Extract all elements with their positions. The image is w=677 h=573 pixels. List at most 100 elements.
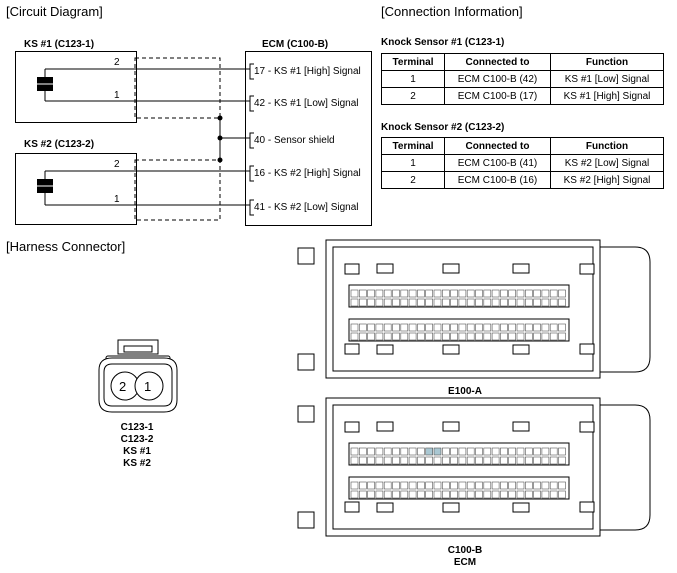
ecm-pin-17: 17 - KS #1 [High] Signal (254, 66, 361, 77)
pin-cavity (392, 447, 400, 456)
pin-cavity (392, 298, 400, 307)
pin-cavity (533, 456, 541, 465)
pin-cavity (375, 447, 384, 456)
c123-2-caption: C123-2 (120, 434, 154, 445)
pin-cavity (541, 481, 550, 490)
pin-cavity (516, 298, 525, 307)
pin-cavity (491, 490, 500, 499)
pin-cavity (450, 456, 458, 465)
pin-cavity (383, 481, 392, 490)
pin-cavity (541, 456, 550, 465)
pin-cavity (524, 289, 533, 298)
pin-cavity (441, 298, 450, 307)
pin-cavity (392, 289, 400, 298)
pin-cavity (392, 332, 400, 341)
pin-cavity (549, 323, 558, 332)
pin-cavity (433, 332, 442, 341)
ks1-title: KS #1 (C123-1) (24, 39, 95, 50)
pin-cavity (549, 332, 558, 341)
pin-cavity (533, 298, 541, 307)
pin-cavity (491, 289, 500, 298)
pin-cavity (466, 332, 475, 341)
pin-cavity (350, 456, 359, 465)
pin-cavity (408, 298, 417, 307)
pin-cavity (425, 481, 434, 490)
pin-cavity (475, 289, 483, 298)
pin-cavity (375, 481, 384, 490)
pin-cavity (367, 456, 375, 465)
pin-cavity (541, 447, 550, 456)
pin-cavity (533, 481, 541, 490)
pin-cavity (524, 490, 533, 499)
pin-cavity (417, 289, 425, 298)
pin-cavity (458, 289, 467, 298)
pin-cavity (400, 298, 409, 307)
pin-cavity (524, 456, 533, 465)
pin-cavity (491, 323, 500, 332)
pin-cavity (533, 323, 541, 332)
pin-cavity (500, 481, 508, 490)
ks2-title: KS #2 (C123-2) (24, 139, 95, 150)
circuit-diagram-header: [Circuit Diagram] (6, 4, 103, 19)
pin-cavity (508, 298, 517, 307)
pin-cavity (425, 447, 434, 456)
pin-cavity (466, 289, 475, 298)
pin-cavity (441, 456, 450, 465)
pin-cavity (417, 332, 425, 341)
pin-cavity (533, 490, 541, 499)
pin-cavity (483, 323, 492, 332)
pin-cavity (433, 481, 442, 490)
ecm-pin-16: 16 - KS #2 [High] Signal (254, 168, 361, 179)
pin-cavity (383, 298, 392, 307)
pin-cavity (417, 456, 425, 465)
pin-cavity (425, 332, 434, 341)
pin-cavity (500, 490, 508, 499)
pin-cavity (533, 332, 541, 341)
pin-cavity (450, 481, 458, 490)
e100a-connector (297, 239, 651, 379)
pin-cavity (400, 289, 409, 298)
ks2-sensor-box (15, 153, 137, 225)
ks1-pin-2-label: 2 (114, 57, 120, 68)
pin-cavity (375, 289, 384, 298)
pin-cavity (483, 289, 492, 298)
pin-cavity (441, 332, 450, 341)
pin-cavity (383, 289, 392, 298)
pin-cavity (433, 456, 442, 465)
cell-function: KS #1 [High] Signal (550, 87, 664, 105)
e100a-caption: E100-A (448, 386, 482, 397)
pin-cavity (458, 298, 467, 307)
pin-cavity (508, 456, 517, 465)
pin-cavity (450, 323, 458, 332)
pin-cavity (483, 456, 492, 465)
pin-cavity (458, 323, 467, 332)
pin-cavity (367, 332, 375, 341)
pin-cavity (425, 289, 434, 298)
pin-cavity (466, 323, 475, 332)
ecm-pin-40: 40 - Sensor shield (254, 135, 335, 146)
pin-cavity (408, 289, 417, 298)
pin-cavity (425, 456, 434, 465)
pin-cavity (433, 490, 442, 499)
ecm-pin-41: 41 - KS #2 [Low] Signal (254, 202, 359, 213)
pin-cavity (441, 490, 450, 499)
pin-cavity (400, 323, 409, 332)
pin-cavity (417, 481, 425, 490)
ecm-box (245, 51, 372, 226)
pin-cavity (516, 490, 525, 499)
pin-cavity (400, 490, 409, 499)
pin-cavity (350, 481, 359, 490)
pin-cavity (408, 447, 417, 456)
pin-cavity (450, 298, 458, 307)
pin-cavity (549, 481, 558, 490)
pin-cavity (383, 323, 392, 332)
pin-cavity (400, 447, 409, 456)
pin-cavity (475, 298, 483, 307)
pin-cavity (408, 332, 417, 341)
pin-cavity (450, 332, 458, 341)
pin-cavity (475, 323, 483, 332)
pin-cavity (458, 447, 467, 456)
pin-cavity (491, 332, 500, 341)
pin-cavity (475, 447, 483, 456)
